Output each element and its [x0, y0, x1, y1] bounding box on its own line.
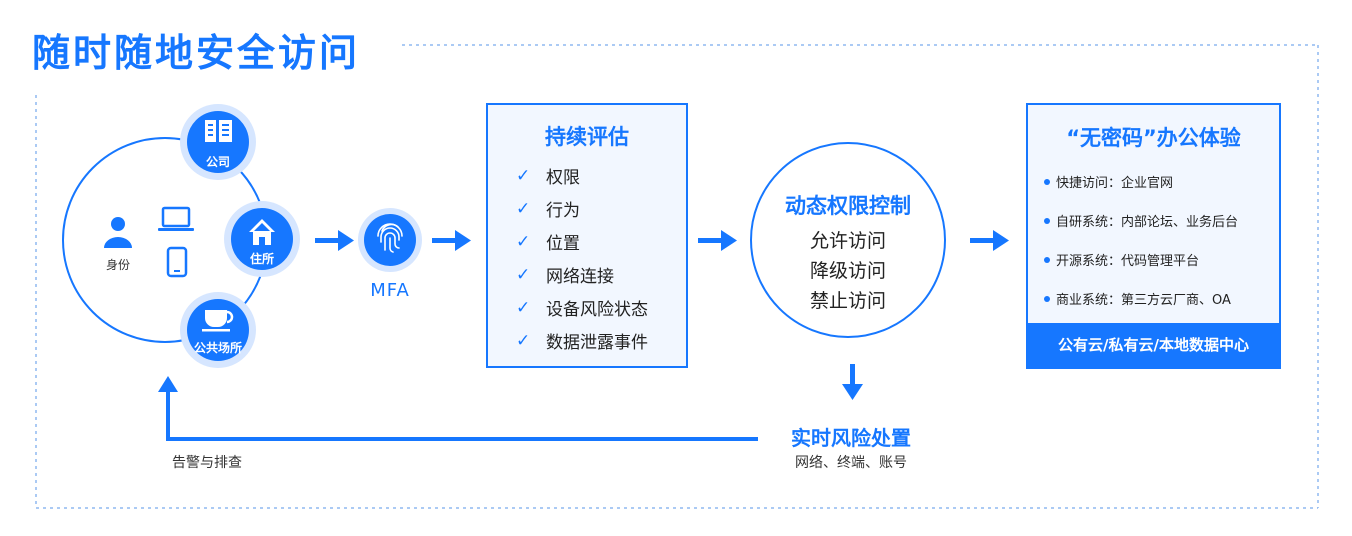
bullet-icon	[1044, 256, 1050, 263]
experience-list: 快捷访问：企业官网 自研系统：内部论坛、业务后台 开源系统：代码管理平台 商业系…	[1028, 162, 1279, 318]
company-label: 公司	[205, 155, 230, 169]
phone-icon	[166, 246, 188, 278]
experience-footer: 公有云/私有云/本地数据中心	[1028, 323, 1279, 367]
assessment-box: 持续评估 ✓权限 ✓行为 ✓位置 ✓网络连接 ✓设备风险状态 ✓数据泄露事件	[486, 103, 688, 368]
assessment-item: ✓网络连接	[516, 264, 614, 288]
risk-subtitle: 网络、终端、账号	[795, 455, 907, 471]
experience-item: 开源系统：代码管理平台	[1044, 240, 1279, 279]
dynamic-control-circle	[750, 142, 946, 338]
mfa-label: MFA	[370, 280, 410, 301]
bullet-icon	[1044, 217, 1050, 224]
assessment-title: 持续评估	[545, 125, 629, 149]
assessment-item: ✓设备风险状态	[516, 297, 648, 321]
check-icon: ✓	[516, 198, 531, 219]
experience-item: 自研系统：内部论坛、业务后台	[1044, 201, 1279, 240]
dynamic-control-title: 动态权限控制	[785, 194, 911, 218]
dynamic-item: 降级访问	[809, 260, 886, 282]
check-icon: ✓	[516, 231, 531, 252]
dotted-frame	[35, 44, 1319, 509]
alert-label: 告警与排查	[172, 455, 242, 471]
check-icon: ✓	[516, 165, 531, 186]
page-title: 随时随地安全访问	[32, 31, 361, 75]
company-node	[187, 111, 249, 173]
person-icon	[104, 217, 132, 248]
experience-item: 商业系统：第三方云厂商、OA	[1044, 279, 1279, 318]
public-place-label: 公共场所	[193, 341, 242, 355]
assessment-list: ✓权限 ✓行为 ✓位置 ✓网络连接 ✓设备风险状态 ✓数据泄露事件	[488, 159, 686, 357]
laptop-icon	[158, 206, 194, 231]
check-icon: ✓	[516, 297, 531, 318]
arrows	[158, 230, 1009, 400]
feedback-line	[166, 388, 758, 441]
experience-box: “无密码”办公体验 快捷访问：企业官网 自研系统：内部论坛、业务后台 开源系统：…	[1026, 103, 1281, 369]
dynamic-item: 允许访问	[809, 230, 886, 252]
risk-title: 实时风险处置	[791, 426, 911, 450]
assessment-item: ✓位置	[516, 231, 580, 255]
bullet-icon	[1044, 295, 1050, 302]
fingerprint-icon	[377, 223, 403, 253]
dynamic-control-content: 动态权限控制 允许访问 降级访问 禁止访问	[758, 190, 938, 316]
check-icon: ✓	[516, 264, 531, 285]
dynamic-item: 禁止访问	[809, 290, 886, 312]
building-icon	[205, 120, 232, 142]
house-icon	[249, 219, 275, 245]
check-icon: ✓	[516, 330, 531, 351]
coffee-cup-icon	[202, 310, 234, 332]
identity-label: 身份	[105, 258, 130, 272]
assessment-item: ✓权限	[516, 165, 580, 189]
experience-item: 快捷访问：企业官网	[1044, 162, 1279, 201]
home-label: 住所	[249, 252, 274, 266]
assessment-item: ✓数据泄露事件	[516, 330, 648, 354]
experience-title: “无密码”办公体验	[1066, 126, 1241, 150]
bullet-icon	[1044, 178, 1050, 185]
assessment-item: ✓行为	[516, 198, 580, 222]
